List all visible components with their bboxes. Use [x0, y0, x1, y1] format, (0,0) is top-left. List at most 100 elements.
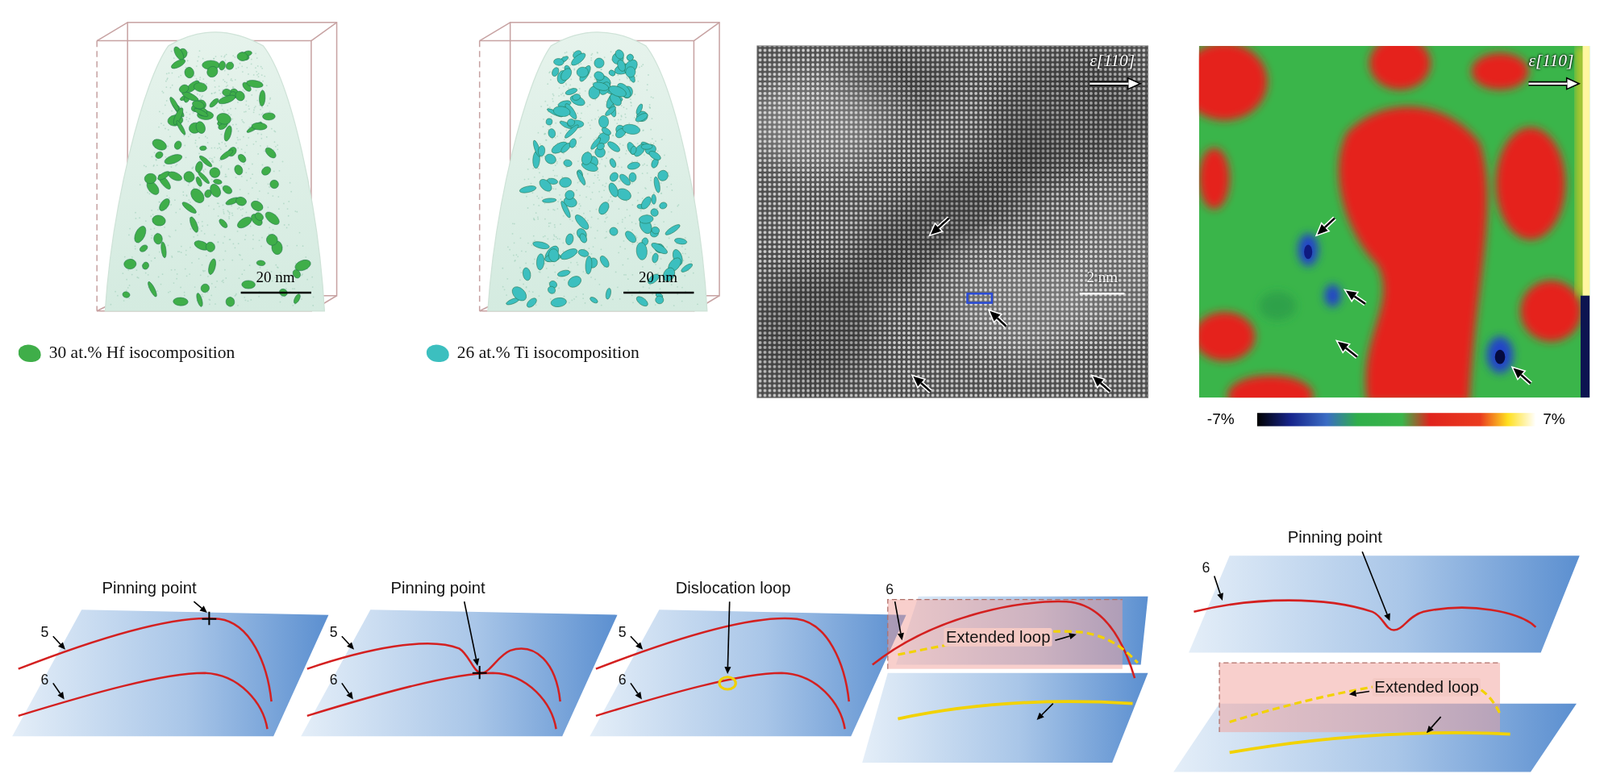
- atom-dot: [595, 137, 598, 139]
- atom-dot: [311, 276, 313, 279]
- atom-dot: [136, 269, 138, 271]
- arrow-outline: [1520, 375, 1531, 384]
- atom-dot: [628, 122, 630, 125]
- atom-dot: [185, 66, 188, 69]
- cluster-blob: [608, 69, 617, 78]
- atom-dot: [247, 73, 250, 75]
- pointer-arrow: [912, 376, 924, 388]
- atom-dot: [642, 129, 645, 131]
- atom-dot: [169, 135, 171, 138]
- atom-dot: [678, 204, 680, 206]
- atom-dot: [617, 112, 620, 115]
- atom-dot: [650, 204, 653, 206]
- atom-dot: [245, 212, 248, 214]
- strain-direction-label: ε[110]: [1089, 50, 1135, 71]
- atom-dot: [651, 293, 654, 296]
- atom-dot: [604, 217, 607, 220]
- atom-dot: [245, 104, 247, 106]
- atom-dot: [162, 91, 165, 94]
- atom-dot: [579, 203, 581, 205]
- atom-dot: [241, 258, 243, 261]
- atom-dot: [151, 156, 154, 159]
- atom-dot: [179, 287, 182, 289]
- cluster-blob: [639, 195, 654, 211]
- atom-dot: [185, 118, 188, 121]
- atom-dot: [612, 134, 614, 137]
- atom-dot: [502, 286, 505, 288]
- atom-dot: [604, 185, 606, 188]
- atom-dot: [232, 124, 234, 126]
- atom-dot: [543, 155, 546, 158]
- atom-dot: [637, 121, 639, 124]
- atom-dot: [548, 71, 550, 74]
- atom-dot: [584, 302, 587, 305]
- atom-dot: [226, 109, 229, 112]
- legend-swatch: [426, 344, 450, 363]
- cluster-blob: [204, 64, 221, 80]
- atom-dot: [150, 237, 153, 239]
- atom-dot: [247, 137, 250, 139]
- atom-dot: [590, 59, 592, 62]
- atom-dot: [266, 136, 268, 138]
- atom-dot: [612, 298, 614, 300]
- leader-arrow: [472, 658, 480, 666]
- atom-dot: [156, 164, 159, 167]
- atom-dot: [596, 229, 599, 232]
- atom-dot: [166, 77, 169, 80]
- dislocation-loop: [719, 677, 736, 690]
- atom-dot: [696, 303, 699, 305]
- atom-dot: [134, 212, 137, 214]
- atom-dot: [198, 187, 200, 189]
- atom-dot: [590, 276, 592, 279]
- atom-dot: [519, 266, 521, 269]
- atom-dot: [643, 163, 646, 166]
- atom-dot: [631, 274, 634, 276]
- atom-dot: [240, 208, 242, 211]
- cluster-blob: [679, 262, 694, 274]
- atom-dot: [127, 287, 130, 289]
- atom-dot: [189, 246, 192, 249]
- atom-dot: [588, 186, 591, 188]
- atom-dot: [550, 298, 552, 300]
- atom-dot: [228, 217, 230, 220]
- arrow-outline: [997, 317, 1007, 326]
- leader-arrow: [345, 691, 353, 700]
- atom-dot: [131, 256, 134, 259]
- cluster-blob: [629, 172, 637, 183]
- callout-number: 6: [329, 670, 338, 688]
- atom-dot: [243, 90, 246, 92]
- cluster-blob: [216, 93, 237, 106]
- atom-dot: [238, 207, 241, 209]
- atom-dot: [229, 108, 232, 110]
- atom-dot: [170, 166, 173, 168]
- atom-dot: [267, 183, 270, 185]
- atom-dot: [562, 215, 565, 217]
- atom-dot: [640, 210, 642, 213]
- atom-dot: [161, 90, 163, 92]
- atom-dot: [234, 246, 237, 249]
- cluster-blob: [218, 60, 227, 71]
- atom-dot: [286, 245, 288, 247]
- atom-dot: [283, 203, 285, 205]
- atom-dot: [217, 202, 220, 205]
- cluster-blob: [626, 161, 641, 171]
- atom-dot: [568, 58, 571, 61]
- atom-dot: [629, 98, 632, 100]
- atom-dot: [183, 294, 186, 296]
- atom-dot: [158, 111, 161, 113]
- cluster-blob: [141, 261, 150, 271]
- atom-dot: [657, 150, 659, 153]
- atom-dot: [252, 234, 255, 237]
- highlight-box: [967, 293, 992, 303]
- atom-dot: [579, 87, 581, 90]
- atom-dot: [554, 175, 556, 177]
- atom-dot: [577, 264, 580, 267]
- pointer-arrow: [1317, 224, 1329, 235]
- atom-dot: [145, 220, 147, 222]
- cluster-blob: [579, 150, 594, 167]
- atom-dot: [520, 237, 522, 239]
- cluster-blob: [212, 179, 223, 186]
- legend-item: 30 at.% Hf isocomposition: [18, 342, 236, 363]
- atom-dot: [217, 241, 220, 244]
